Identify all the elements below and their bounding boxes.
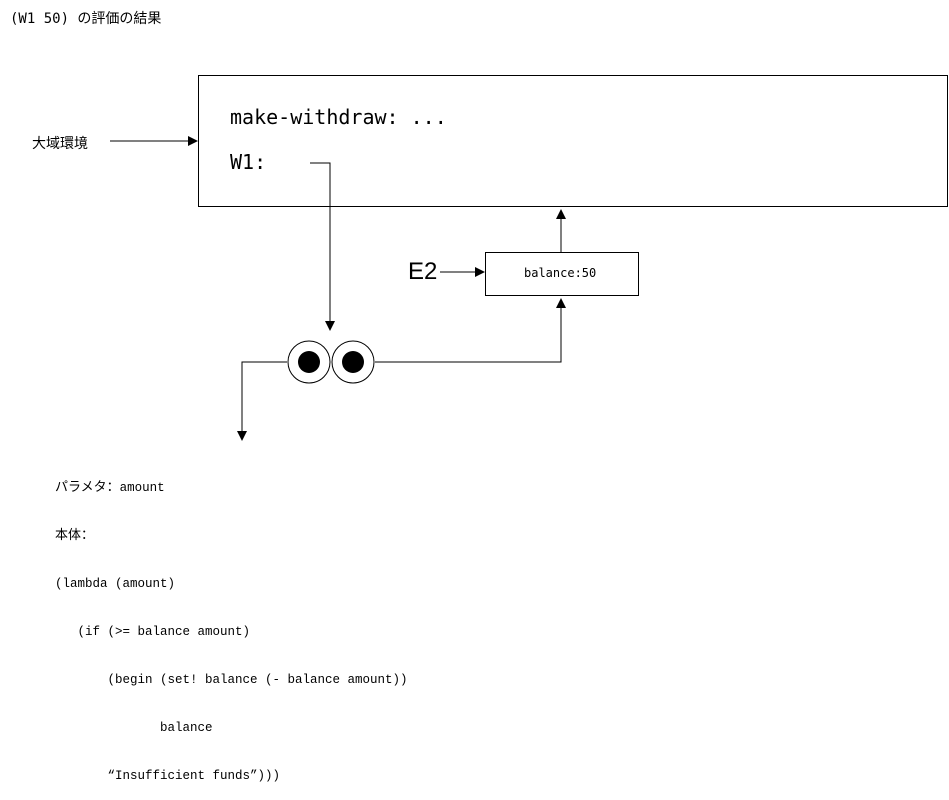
page-title: (W1 50) の評価の結果 (10, 11, 162, 27)
params-value: amount (119, 481, 165, 495)
procedure-env-dot (342, 351, 364, 373)
balance-binding: balance:50 (524, 266, 597, 280)
code-line: “Insufficient funds”))) (55, 769, 281, 783)
params-line: パラメタ：amount (55, 480, 408, 496)
global-env-label: 大域環境 (32, 136, 88, 152)
params-label: パラメタ： (55, 480, 120, 495)
e2-frame (485, 252, 639, 296)
w1-binding-arrow (310, 162, 335, 331)
code-line: balance (55, 721, 213, 735)
global-env-frame (198, 75, 948, 207)
procedure-object (287, 340, 375, 384)
code-line: (lambda (amount) (55, 577, 176, 591)
environment-diagram (110, 136, 566, 441)
w1-binding: W1: (230, 150, 267, 174)
e2-label: E2 (408, 258, 438, 285)
body-label: 本体： (55, 528, 95, 543)
procedure-code-dot (298, 351, 320, 373)
procedure-env-cell (331, 340, 375, 384)
code-line: (if (>= balance amount) (55, 625, 251, 639)
procedure-code-cell (287, 340, 331, 384)
procedure-description: パラメタ：amount 本体： (lambda (amount) (if (>=… (55, 448, 408, 800)
procedure-env-arrow (375, 298, 566, 363)
make-withdraw-binding: make-withdraw: ... (230, 105, 447, 129)
code-line: (begin (set! balance (- balance amount)) (55, 673, 408, 687)
procedure-code-arrow (237, 361, 287, 441)
